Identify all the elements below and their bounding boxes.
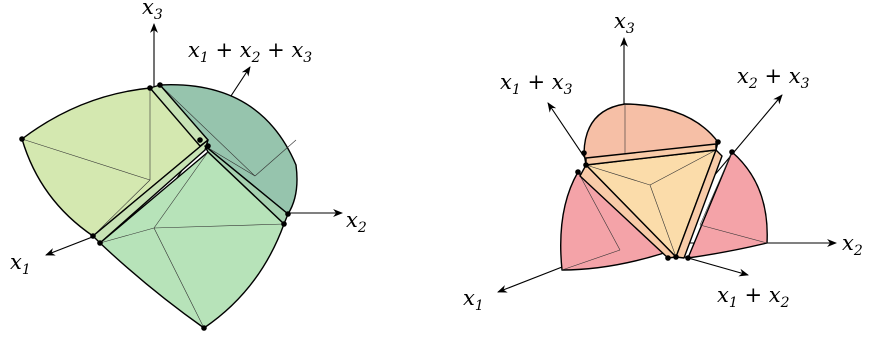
right-face-center-rib: [649, 149, 717, 186]
right-vertex: [665, 255, 671, 261]
left-vertex: [205, 143, 211, 149]
right-face-right-rib: [699, 151, 733, 226]
right-face-left-rib: [561, 249, 621, 271]
right-vertex: [583, 162, 589, 168]
left-vertex: [157, 82, 163, 88]
right-vertex: [685, 255, 691, 261]
left-vertex: [90, 233, 96, 239]
left-label-x2: x2: [346, 208, 367, 236]
right-vertex: [673, 254, 679, 260]
right-label-x1: x1: [463, 286, 484, 314]
right-label-x2x3: x2 + x3: [737, 64, 810, 92]
left-face-topright-rib: [159, 84, 256, 177]
left-face-topleft-rib: [21, 138, 151, 181]
left-face-front-rib: [153, 151, 209, 229]
right-vertex: [581, 150, 587, 156]
left-vertex: [201, 325, 207, 331]
right-face-center-rib: [585, 164, 651, 186]
left-label-sum: x1 + x2 + x3: [188, 38, 312, 66]
right-label-x2: x2: [842, 231, 863, 259]
left-label-x1: x1: [10, 250, 31, 278]
left-vertex: [281, 221, 287, 227]
left-vertex: [197, 137, 203, 143]
left-face-front-rib: [153, 223, 285, 229]
right-vertex: [575, 169, 581, 175]
right-label-x1x2: x1 + x2: [717, 283, 790, 311]
left-vertex: [285, 211, 291, 217]
right-vertex: [715, 139, 721, 145]
right-face-center-rib: [649, 184, 677, 258]
right-diagram: x3 x2 x1 x1 + x3 x2 + x3 x1 + x2: [463, 9, 863, 314]
left-vertex: [97, 240, 103, 246]
right-band: [675, 149, 723, 259]
left-band: [92, 139, 209, 244]
right-face-left-rib: [577, 171, 621, 251]
left-face-topright-rib: [254, 139, 297, 177]
left-face-topright-rib: [204, 145, 256, 177]
left-vertex: [19, 136, 25, 142]
left-face-topleft-rib: [92, 179, 151, 237]
right-label-x1x3: x1 + x3: [500, 70, 573, 98]
left-face-topright: [159, 84, 298, 215]
right-vertex: [729, 149, 735, 155]
left-label-x3: x3: [142, 0, 163, 23]
right-face-right-rib: [699, 224, 768, 244]
left-vertex: [147, 85, 153, 91]
right-label-x3: x3: [614, 9, 635, 37]
left-face-front-rib: [153, 227, 205, 329]
left-diagram: x3 x2 x1 x1 + x2 + x3: [10, 0, 367, 331]
left-face-front-rib: [99, 227, 155, 244]
